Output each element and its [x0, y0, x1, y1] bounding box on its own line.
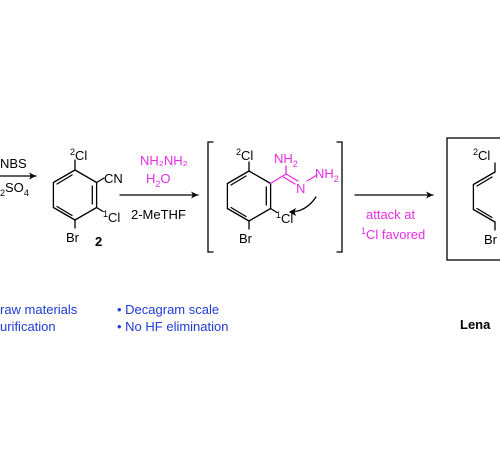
compound-2-cl-1: 1Cl — [103, 209, 120, 225]
step1-reagent-acid: 2SO4 — [0, 180, 29, 198]
compound-2-cn: CN — [104, 171, 123, 186]
step2-reagent-water: H2O — [146, 171, 171, 189]
step1-reagent-nbs: NBS — [0, 156, 27, 171]
step2-arrow — [119, 191, 199, 199]
step2-solvent: 2-MeTHF — [131, 207, 186, 222]
step2-reagent-hydrazine: NH₂NH₂ — [140, 153, 188, 168]
intermediate-cl-1: 1Cl — [276, 210, 293, 226]
product-box — [446, 137, 500, 261]
note-right-2: • No HF elimination — [117, 319, 228, 334]
note-left-2: urification — [0, 319, 56, 334]
product-br: Br — [484, 232, 498, 247]
intermediate-nh2-right: NH2 — [315, 166, 339, 184]
intermediate-structure — [226, 161, 318, 230]
intermediate-cl-2: 2Cl — [236, 147, 253, 163]
compound-2-br: Br — [66, 230, 80, 245]
intermediate-nh2-top: NH2 — [274, 151, 298, 169]
step3-note-line2: 1Cl favored — [361, 226, 425, 242]
step3-note-line1: attack at — [366, 207, 416, 222]
note-left-1: raw materials — [0, 302, 78, 317]
note-right-1: • Decagram scale — [117, 302, 219, 317]
compound-2-number: 2 — [95, 234, 102, 249]
intermediate-br: Br — [239, 231, 253, 246]
product-cl-2: 2Cl — [473, 147, 490, 163]
compound-2-cl-2: 2Cl — [70, 147, 87, 163]
intermediate-brackets — [207, 141, 343, 253]
product-label: Lena — [460, 317, 491, 332]
step1-arrow — [0, 172, 37, 180]
product-structure — [472, 162, 496, 231]
compound-2-structure — [52, 159, 105, 229]
intermediate-n: N — [296, 181, 305, 196]
step3-arrow — [354, 191, 434, 199]
